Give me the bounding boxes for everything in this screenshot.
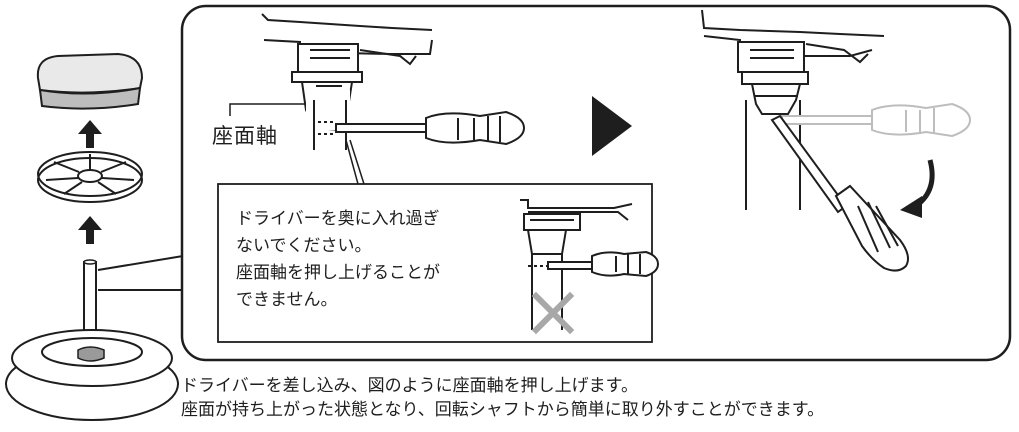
warning-text: ドライバーを奥に入れ過ぎ ないでください。 座面軸を押し上げることが できません…: [236, 206, 440, 314]
label-leader: [229, 103, 306, 116]
warning-line: できません。: [236, 290, 338, 310]
caption-line: ドライバーを差し込み、図のように座面軸を押し上げます。: [181, 376, 638, 396]
rotate-arrow-icon: [900, 159, 935, 218]
warning-line: ドライバーを奥に入れ過ぎ: [236, 209, 440, 229]
callout-leader: [97, 255, 184, 291]
detail-frame: [180, 4, 1012, 362]
warning-line: ないでください。: [236, 236, 372, 256]
up-arrow-icon: [78, 120, 102, 148]
warning-line: 座面軸を押し上げることが: [236, 263, 440, 283]
warning-pointer: [345, 139, 365, 185]
step-arrow-icon: [592, 96, 632, 156]
wrong-cross-icon: [531, 291, 575, 335]
tilted-screwdriver-icon: [770, 114, 909, 272]
step2-seat-underside: [701, 9, 885, 115]
up-arrow-icon: [78, 216, 102, 244]
slotted-disc-part: [37, 151, 143, 203]
screwdriver-icon: [335, 110, 526, 146]
wrong-example-illustration: [520, 199, 660, 330]
base-with-shaft-part: [5, 259, 179, 421]
seat-shaft-label: 座面軸: [212, 124, 278, 148]
ghost-screwdriver-icon: [781, 102, 972, 138]
cap-part: [36, 52, 144, 110]
instruction-caption: ドライバーを差し込み、図のように座面軸を押し上げます。 座面が持ち上がった状態と…: [181, 374, 824, 422]
caption-line: 座面が持ち上がった状態となり、回転シャフトから簡単に取り外すことができます。: [181, 400, 825, 420]
